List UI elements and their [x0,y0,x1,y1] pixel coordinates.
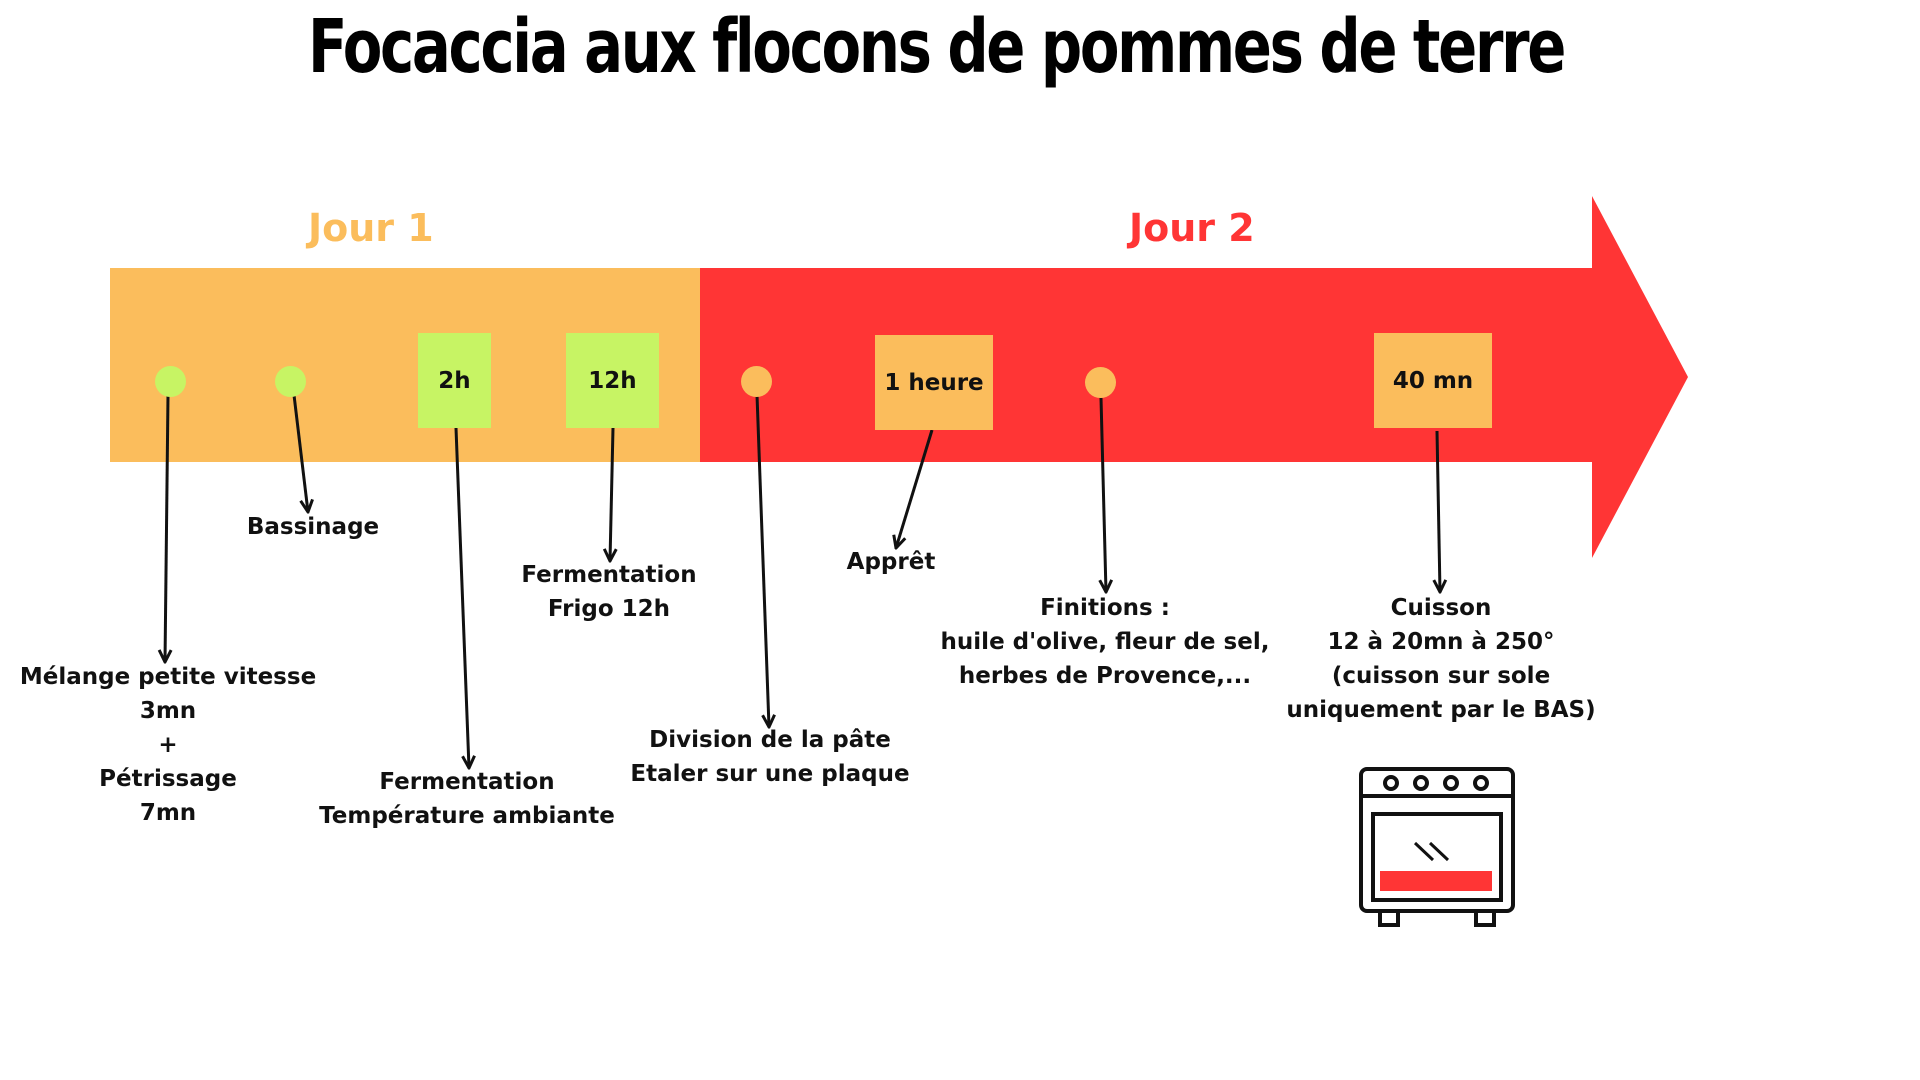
step-5-label-line-2: Etaler sur une plaque [630,761,910,787]
step-7-marker [1085,367,1116,398]
step-1-label-line-4: Pétrissage [99,766,237,792]
step-2-label: Bassinage [247,510,379,544]
step-3-duration-box: 2h [418,333,491,428]
oven-heat-bar [1380,871,1492,891]
step-6-label: Apprêt [847,545,936,579]
step-8-label: Cuisson 12 à 20mn à 250° (cuisson sur so… [1286,591,1595,727]
step-2-label-line-1: Bassinage [246,514,380,540]
connector-fermentation-ambiante [454,427,469,768]
step-6-duration-box: 1 heure [875,335,993,430]
step-4-label: Fermentation Frigo 12h [521,558,696,626]
step-7-label-line-2: huile d'olive, fleur de sel, [940,629,1270,655]
step-3-label: Fermentation Température ambiante [319,765,615,833]
step-4-label-line-1: Fermentation [521,562,697,588]
oven-icon [1359,767,1515,927]
step-1-label: Mélange petite vitesse 3mn + Pétrissage … [20,660,316,830]
day-2-label: Jour 2 [1129,206,1255,250]
step-6-label-line-1: Apprêt [846,549,936,575]
step-7-label-line-3: herbes de Provence,... [958,663,1252,689]
step-5-label: Division de la pâte Etaler sur une plaqu… [630,723,909,791]
timeline-arrow-head [1592,196,1688,558]
step-7-label: Finitions : huile d'olive, fleur de sel,… [941,591,1270,693]
step-1-label-line-5: 7mn [139,800,197,826]
step-8-label-line-2: 12 à 20mn à 250° [1327,629,1555,655]
step-1-label-line-3: + [158,732,178,758]
step-3-label-line-2: Température ambiante [319,803,615,829]
step-8-label-line-1: Cuisson [1390,595,1492,621]
diagram-title: Focaccia aux flocons de pommes de terre [307,4,1566,90]
step-1-label-line-1: Mélange petite vitesse [19,664,317,690]
step-8-duration-box: 40 mn [1374,333,1492,428]
step-1-label-line-2: 3mn [139,698,197,724]
step-1-marker [155,366,186,397]
step-7-label-line-1: Finitions : [1040,595,1170,621]
step-8-label-line-3: (cuisson sur sole [1331,663,1551,689]
step-5-label-line-1: Division de la pâte [649,727,891,753]
step-4-duration-box: 12h [566,333,659,428]
step-4-label-line-2: Frigo 12h [547,596,671,622]
step-3-label-line-1: Fermentation [379,769,555,795]
step-2-marker [275,366,306,397]
day-1-label: Jour 1 [308,206,434,250]
step-8-label-line-4: uniquement par le BAS) [1286,697,1596,723]
step-5-marker [741,366,772,397]
